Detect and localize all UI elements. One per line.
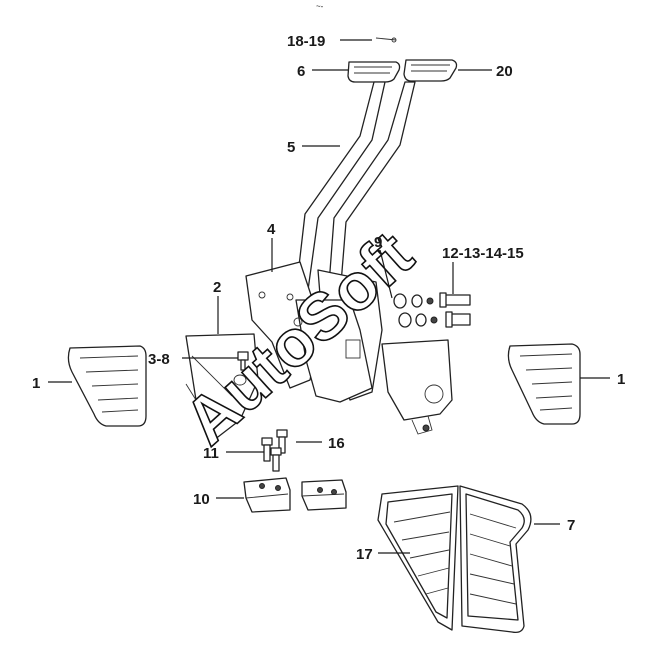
label-7: 7: [567, 517, 575, 534]
label-17: 17: [356, 546, 373, 563]
label-6: 6: [297, 63, 305, 80]
label-9: 9: [374, 234, 382, 251]
part-pedal-pad-right: [403, 59, 458, 82]
part-block-left: [243, 477, 291, 513]
part-mount-right: [381, 339, 453, 435]
label-1-left: 1: [32, 375, 40, 392]
label-1-right: 1: [617, 371, 625, 388]
part-screw: [237, 351, 249, 371]
label-5: 5: [287, 139, 295, 156]
header-mark: ~-: [316, 2, 324, 11]
part-pedal-mat: [377, 485, 532, 634]
part-pin: [375, 37, 397, 43]
label-10: 10: [193, 491, 210, 508]
label-12-15: 12-13-14-15: [442, 245, 524, 262]
part-bracket: [245, 261, 383, 403]
label-20: 20: [496, 63, 513, 80]
part-pedal-cover-left: [67, 345, 147, 427]
label-4: 4: [267, 221, 276, 238]
label-3-8: 3-8: [148, 351, 170, 368]
part-block-right: [301, 479, 347, 511]
label-16: 16: [328, 435, 345, 452]
label-18-19: 18-19: [287, 33, 325, 50]
part-fasteners-row2: [398, 311, 471, 328]
part-bolts: [261, 429, 288, 472]
leader-lines: [48, 39, 610, 554]
label-2: 2: [213, 279, 221, 296]
part-pedal-pad-left: [347, 61, 401, 83]
part-pedal-cover-right: [507, 343, 581, 425]
label-11: 11: [203, 445, 219, 462]
part-fasteners-row1: [393, 292, 471, 309]
callout-labels: 18-19 6 20 5 4 9 12-13-14-15 2 3-8 1 1 1…: [32, 33, 625, 563]
